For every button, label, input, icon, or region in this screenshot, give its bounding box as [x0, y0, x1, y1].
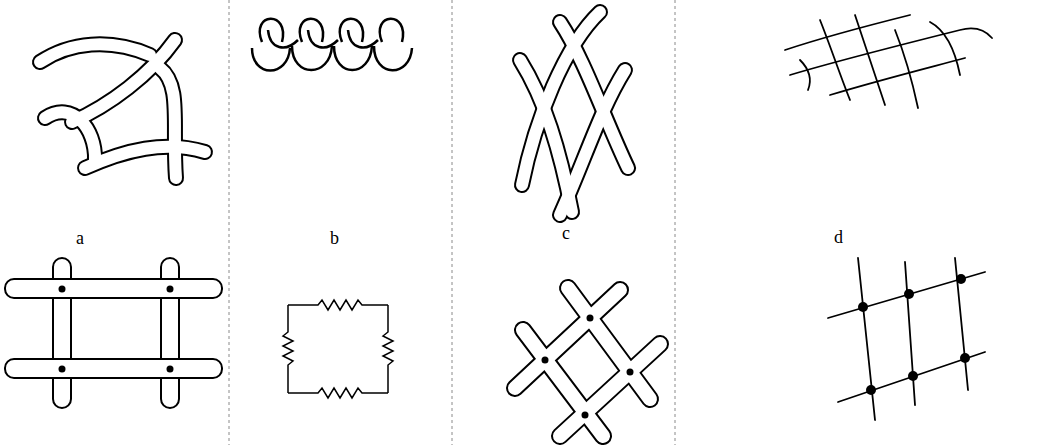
panel-letter: b	[330, 229, 339, 247]
bonded-net	[828, 258, 985, 420]
fine-fibre-web	[785, 15, 992, 108]
diamond-lattice	[515, 288, 660, 436]
bond-point	[858, 274, 970, 395]
bond-point	[542, 315, 634, 419]
panel-letter: a	[76, 229, 84, 247]
loop-chain	[252, 19, 412, 71]
panel-letter: d	[834, 228, 843, 246]
entangled-fibres	[40, 40, 205, 178]
panel-separator	[229, 0, 675, 445]
spring-frame	[283, 300, 393, 398]
twisted-fibres	[520, 12, 628, 215]
panel-letter: c	[562, 224, 570, 242]
bond-point	[59, 286, 174, 373]
bonded-grid	[5, 258, 222, 408]
